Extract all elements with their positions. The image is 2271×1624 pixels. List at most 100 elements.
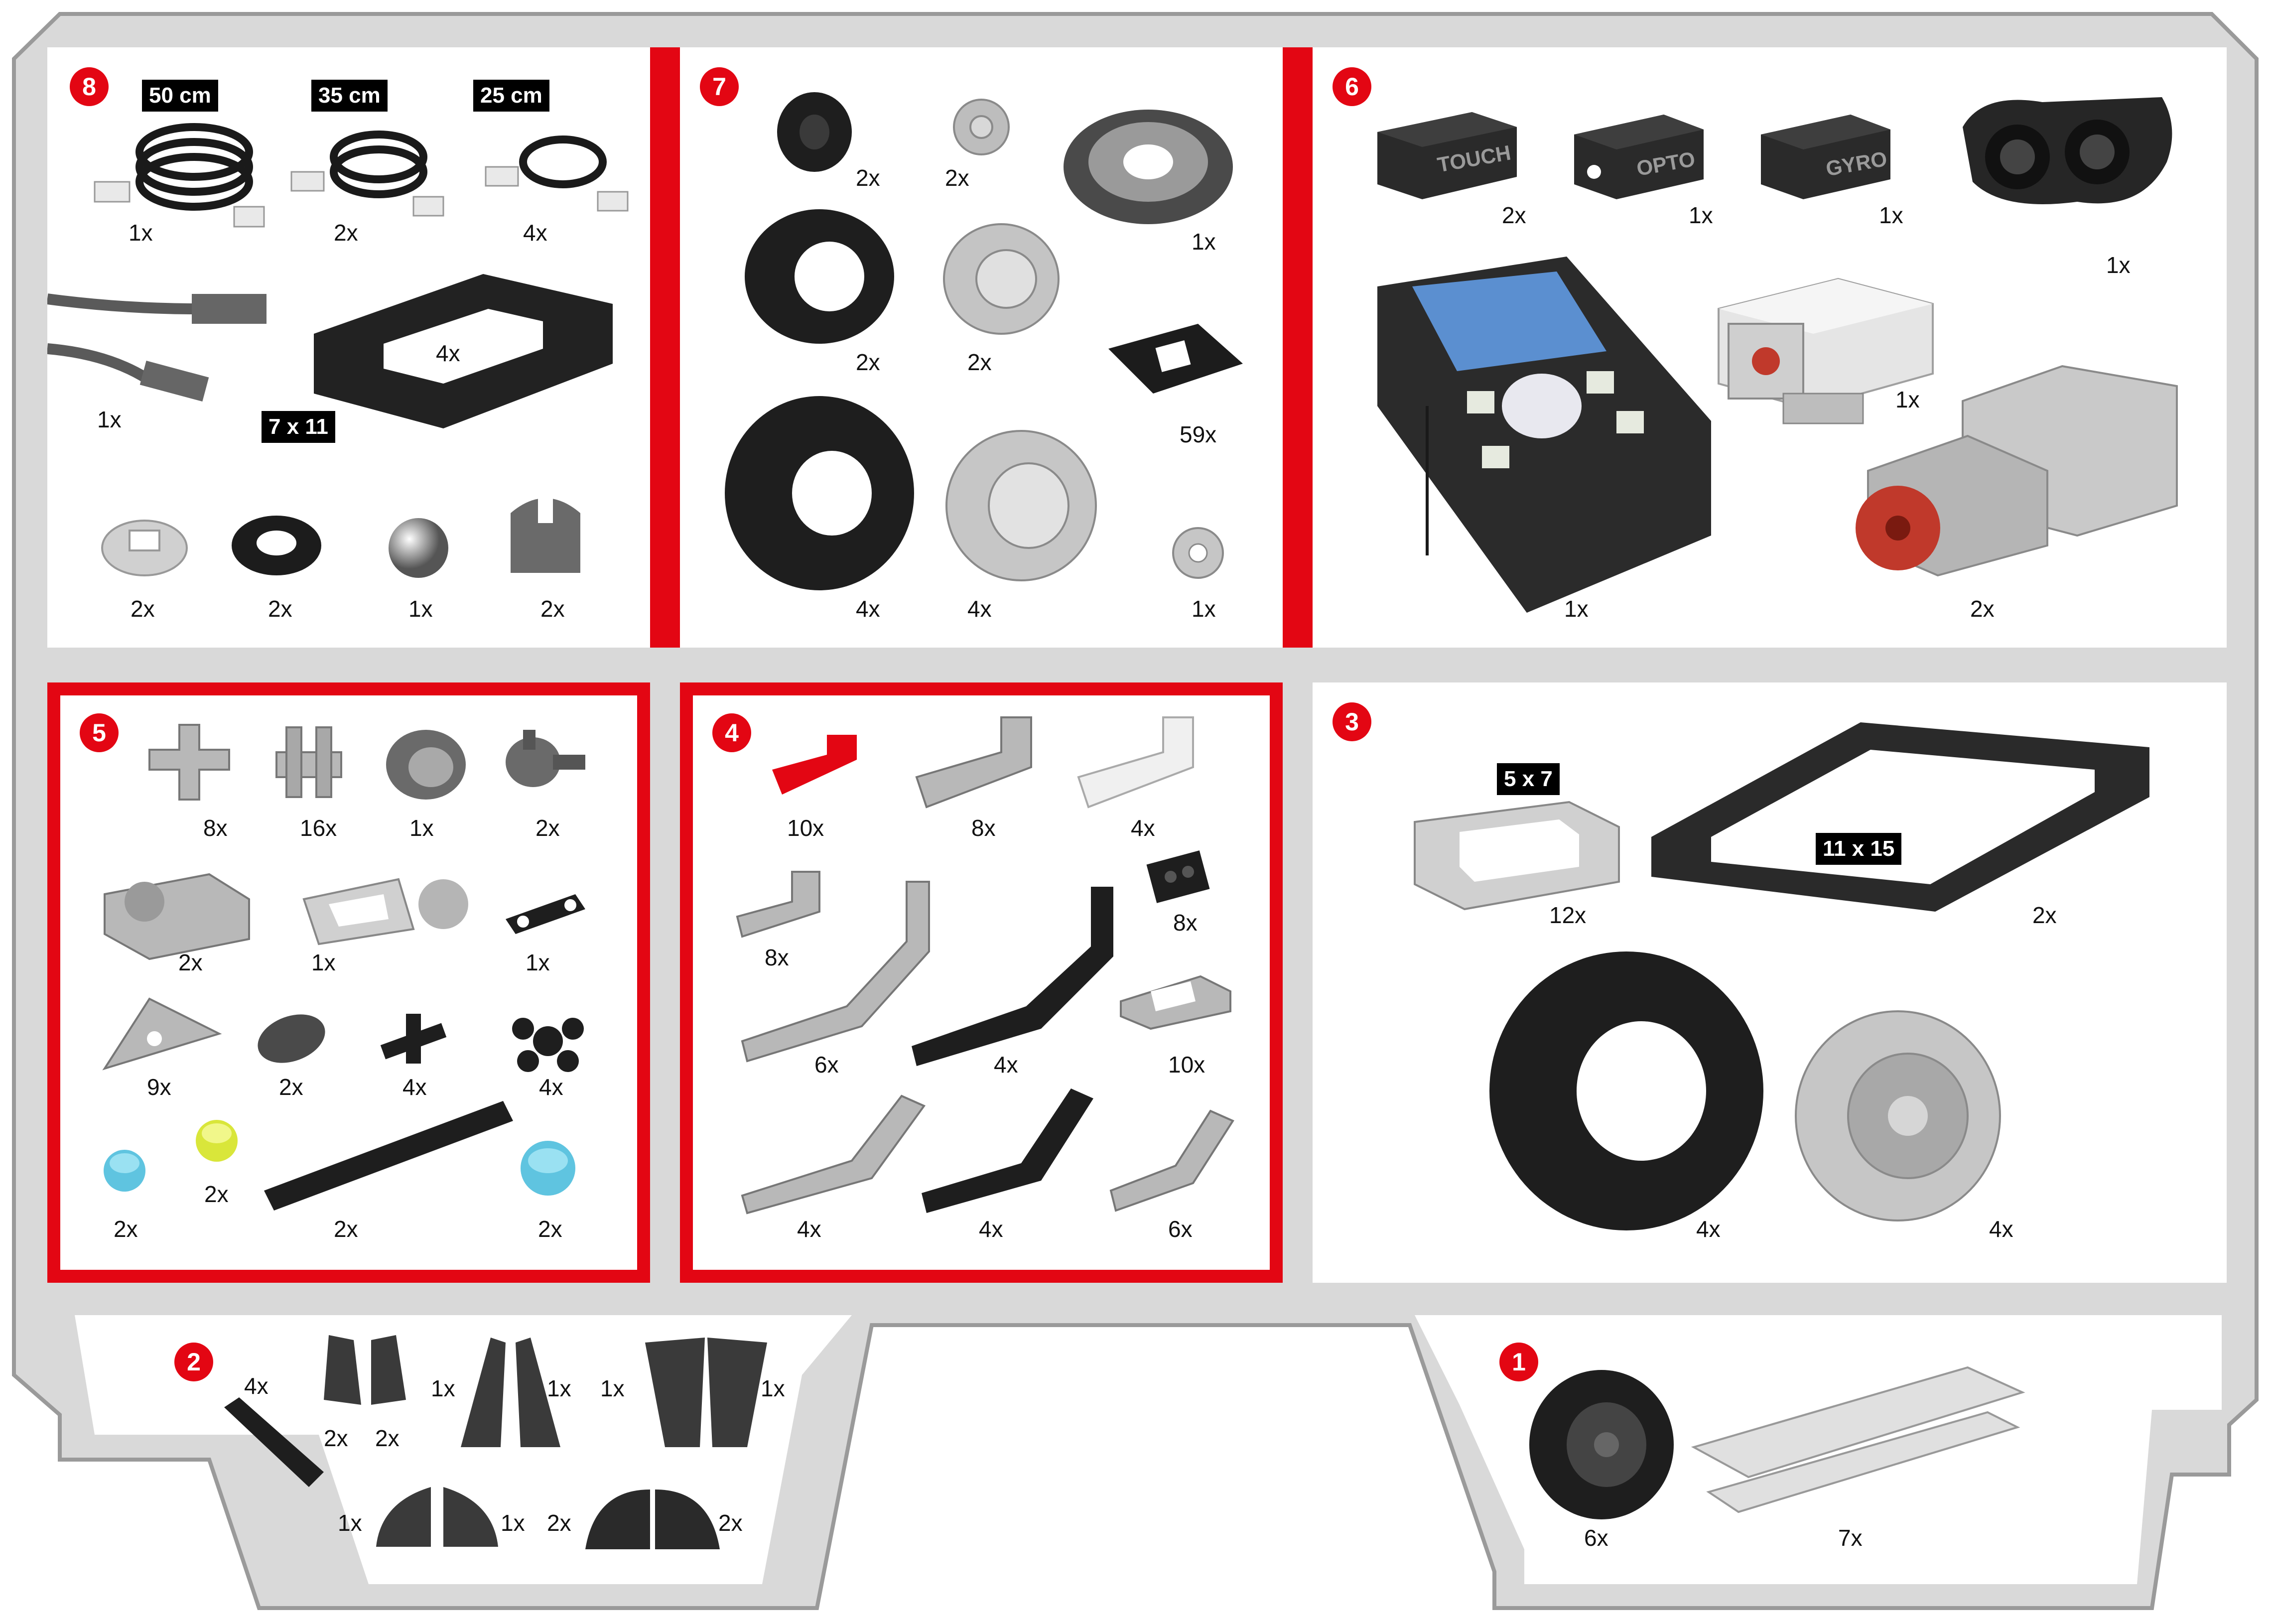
- gear-rack-icon: [259, 1091, 518, 1220]
- section-2-item-11-qty: 2x: [718, 1510, 743, 1536]
- section-4-item-7-qty: 4x: [994, 1052, 1018, 1078]
- cable-50-qty: 1x: [129, 220, 153, 246]
- round-brick-yellow-icon: [192, 1113, 242, 1163]
- rim-icon: [951, 97, 1011, 157]
- track-link-icon: [1098, 319, 1248, 404]
- opto-sensor-icon: OPTO: [1569, 107, 1709, 202]
- gyro-sensor-qty: 1x: [1879, 202, 1903, 228]
- frame-11x15-qty: 2x: [2032, 902, 2057, 928]
- ultrasonic-sensor-qty: 1x: [2106, 252, 2131, 278]
- rim-icon: [944, 428, 1098, 583]
- section-4-item-6-qty: 6x: [814, 1052, 839, 1078]
- section-2-item-2-qty: 2x: [324, 1425, 348, 1451]
- cable-25-label: 25 cm: [473, 80, 549, 112]
- section-5-item-1-qty: 8x: [203, 815, 228, 841]
- section-5-item-8-qty: 9x: [147, 1074, 171, 1100]
- rim-large-qty: 4x: [967, 596, 992, 622]
- section-6-badge: 6: [1333, 67, 1371, 106]
- controller-qty: 1x: [1564, 596, 1589, 622]
- bent-beam-black-icon: [902, 882, 1116, 1071]
- rim-xl-qty: 4x: [1989, 1216, 2013, 1242]
- frame-7x11-label: 7 x 11: [262, 411, 335, 443]
- round-brick-blue-icon: [100, 1143, 149, 1193]
- section-4-item-3-qty: 4x: [1131, 815, 1155, 841]
- ball-joint-arm-icon: [299, 869, 473, 949]
- section-5-badge: 5: [80, 713, 119, 752]
- tire-icon: [1482, 949, 1771, 1233]
- triangle-plate-icon: [95, 994, 224, 1074]
- ball-cage-icon: [503, 483, 588, 583]
- frame-11x15-label: 11 x 15: [1816, 833, 1902, 865]
- rim-small-qty: 2x: [945, 165, 969, 191]
- frame-7x11-qty: 4x: [436, 340, 460, 366]
- section-4-item-5-qty: 8x: [1173, 910, 1198, 936]
- frame-icon: [1405, 792, 1629, 917]
- rim-icon: [1793, 1009, 2003, 1223]
- section-7-badge: 7: [700, 67, 739, 106]
- l-beam-white-icon: [1073, 712, 1203, 812]
- cross-connector-icon: [144, 720, 234, 805]
- ladder-frame-icon: [1689, 1362, 2027, 1527]
- section-4-item-2-qty: 8x: [971, 815, 996, 841]
- section-2-item-9-qty: 1x: [501, 1510, 525, 1536]
- pulley-icon: [1171, 526, 1225, 580]
- tire-icon: [742, 207, 897, 346]
- section-5-item-11-qty: 4x: [539, 1074, 563, 1100]
- touch-sensor-icon: TOUCH: [1372, 102, 1522, 202]
- section-2-item-5-qty: 1x: [547, 1375, 571, 1401]
- section-5-item-2-qty: 16x: [300, 815, 337, 841]
- small-l-beam-icon: [732, 862, 832, 942]
- cable-35-label: 35 cm: [311, 80, 388, 112]
- section-5-item-14-qty: 2x: [334, 1216, 358, 1242]
- cable-25-qty: 4x: [523, 220, 547, 246]
- track-link-qty: 59x: [1180, 421, 1217, 447]
- section-5-item-9-qty: 2x: [279, 1074, 303, 1100]
- steel-ball-qty: 1x: [408, 596, 433, 622]
- section-4-item-9-qty: 4x: [797, 1216, 821, 1242]
- ultrasonic-sensor-icon: [1953, 87, 2182, 217]
- differential-icon: [384, 727, 468, 802]
- link-icon: [501, 889, 590, 939]
- turntable-icon: [100, 503, 189, 578]
- section-2-item-10-qty: 2x: [547, 1510, 571, 1536]
- section-3-badge: 3: [1333, 702, 1371, 741]
- ladder-frame-qty: 7x: [1838, 1525, 1863, 1551]
- steering-block-icon: [95, 864, 259, 964]
- fairing-left-icon: [580, 1480, 655, 1554]
- round-brick-small-blue-qty: 2x: [114, 1216, 138, 1242]
- panel-long-right-icon: [511, 1333, 565, 1452]
- section-5-item-12-qty: 2x: [204, 1181, 229, 1207]
- section-4-item-1-qty: 10x: [787, 815, 824, 841]
- pin-connector-icon: [376, 1009, 451, 1069]
- tire-small-qty: 2x: [856, 165, 880, 191]
- tire-xl-qty: 4x: [1696, 1216, 1721, 1242]
- section-4-item-8-qty: 10x: [1168, 1052, 1205, 1078]
- tire-medium-qty: 2x: [856, 349, 880, 375]
- beam-icon: [219, 1392, 329, 1492]
- cam-icon: [254, 1011, 329, 1066]
- double-pin-icon: [271, 722, 346, 802]
- turntable-small-qty: 2x: [131, 596, 155, 622]
- gear-small-qty: 2x: [268, 596, 292, 622]
- section-1-badge: 1: [1499, 1343, 1538, 1381]
- divider-red-right: [1283, 47, 1313, 648]
- section-2-item-4-qty: 1x: [431, 1375, 455, 1401]
- wheel-small-qty: 6x: [1584, 1525, 1608, 1551]
- medium-motor-icon: [1709, 259, 1938, 438]
- turntable-icon: [1061, 95, 1235, 229]
- wheel-icon: [1524, 1365, 1679, 1524]
- divider-red-left: [650, 47, 680, 648]
- usb-c-cable-qty: 1x: [97, 406, 122, 432]
- panel-small-right-icon: [366, 1330, 411, 1410]
- panel-long-left-icon: [456, 1333, 511, 1452]
- large-motor-qty: 2x: [1970, 596, 1995, 622]
- panel-curved-right-icon: [438, 1482, 503, 1552]
- section-2-item-6-qty: 1x: [600, 1375, 625, 1401]
- round-brick-large-icon: [516, 1136, 580, 1196]
- angled-beam-gray-icon: [732, 1086, 927, 1216]
- ball-cage-qty: 2x: [540, 596, 565, 622]
- section-2-badge: 2: [174, 1343, 213, 1381]
- section-2-item-3-qty: 2x: [375, 1425, 400, 1451]
- ball-icon: [386, 516, 451, 580]
- usb-c-cable-icon: [47, 279, 271, 404]
